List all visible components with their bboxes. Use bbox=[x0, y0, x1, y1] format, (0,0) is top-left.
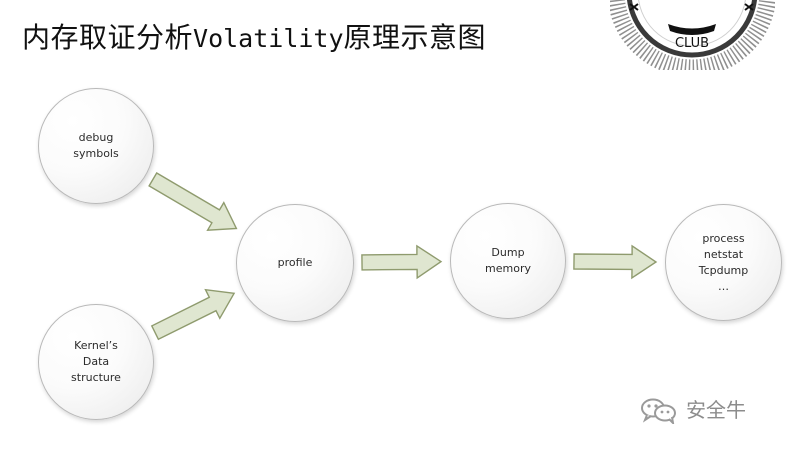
logo-text: CLUB bbox=[675, 36, 709, 51]
arrow-kernel-data-structure-to-profile bbox=[150, 288, 236, 341]
node-debug-symbols-label: debug symbols bbox=[73, 131, 119, 160]
node-dump-memory: Dump memory bbox=[450, 203, 566, 319]
arrow-profile-to-dump-memory bbox=[361, 244, 443, 280]
title-zh-prefix: 内存取证分析 bbox=[22, 21, 194, 54]
watermark: 安全牛 bbox=[638, 396, 746, 424]
wechat-icon bbox=[641, 398, 676, 424]
node-kernel-data-structure: Kernel’s Data structure bbox=[38, 304, 154, 420]
title-ascii: Volatility bbox=[193, 24, 344, 53]
node-analysis-tools: process netstat Tcpdump … bbox=[665, 204, 782, 321]
arrow-debug-symbols-to-profile bbox=[148, 172, 238, 231]
club-logo: CLUB bbox=[610, 0, 775, 70]
title-zh-suffix: 原理示意图 bbox=[343, 21, 487, 54]
node-kernel-data-structure-label: Kernel’s Data structure bbox=[71, 339, 121, 384]
node-profile-label: profile bbox=[277, 256, 313, 269]
club-logo-graphic: CLUB bbox=[610, 0, 775, 70]
node-debug-symbols: debug symbols bbox=[38, 88, 154, 204]
node-profile: profile bbox=[236, 204, 354, 322]
node-dump-memory-label: Dump memory bbox=[485, 246, 531, 275]
arrow-dump-memory-to-analysis-tools bbox=[573, 244, 658, 280]
slide-title: 内存取证分析Volatility原理示意图 bbox=[22, 16, 486, 56]
node-analysis-tools-label: process netstat Tcpdump … bbox=[698, 231, 749, 293]
watermark-text: 安全牛 bbox=[686, 398, 746, 422]
